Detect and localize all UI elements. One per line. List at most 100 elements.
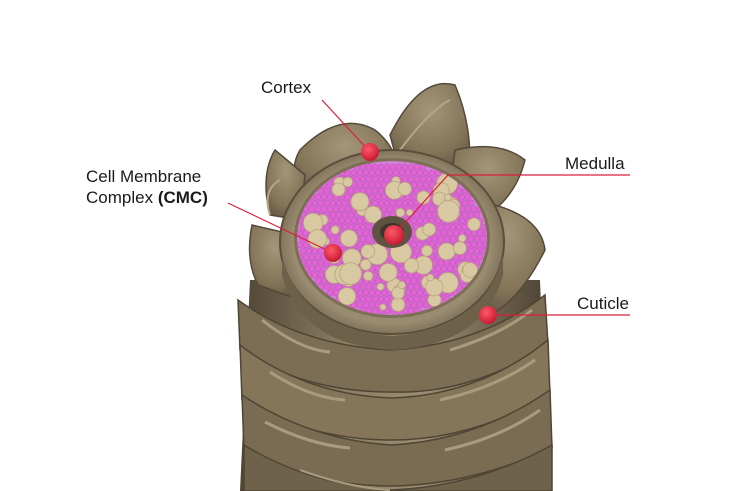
cortex-bead xyxy=(371,175,379,183)
cortex-bead xyxy=(374,193,382,201)
cortex-bead xyxy=(368,169,376,177)
cortex-bead xyxy=(362,169,370,177)
cortex-marker xyxy=(361,143,379,161)
cortex-bead xyxy=(344,205,352,213)
cortex-bead xyxy=(362,229,370,237)
cuticle-label: Cuticle xyxy=(577,294,629,313)
cortex-bead xyxy=(461,199,469,207)
macrofibril xyxy=(437,200,460,223)
cortex-bead xyxy=(413,283,421,291)
cmc-label-line1: Cell Membrane xyxy=(86,167,202,186)
macrofibril xyxy=(350,192,370,212)
cortex-bead xyxy=(371,163,379,171)
cuticle-marker xyxy=(479,306,497,324)
cortex-bead xyxy=(410,217,418,225)
cortex-bead xyxy=(455,187,463,195)
cortex-bead xyxy=(368,289,376,297)
cortex-bead xyxy=(416,289,424,297)
cortex-bead xyxy=(431,247,439,255)
cortex-bead xyxy=(479,235,487,243)
cortex-bead xyxy=(410,277,418,285)
cortex-bead xyxy=(413,175,421,183)
cortex-bead xyxy=(380,289,388,297)
cortex-bead xyxy=(449,223,457,231)
cortex-bead xyxy=(383,295,391,303)
cortex-bead xyxy=(308,265,316,273)
cortex-bead xyxy=(461,223,469,231)
cortex-bead xyxy=(332,217,340,225)
cortex-bead xyxy=(344,217,352,225)
cortex-bead xyxy=(359,235,367,243)
cortex-bead xyxy=(311,199,319,207)
macrofibril xyxy=(390,297,406,312)
cortex-bead xyxy=(347,211,355,219)
hair-shaft xyxy=(237,280,553,491)
macrofibril xyxy=(426,273,435,282)
cortex-bead xyxy=(350,169,358,177)
cortex-bead xyxy=(326,205,334,213)
medulla-label: Medulla xyxy=(565,154,625,173)
macrofibril xyxy=(395,207,406,218)
cortex-bead xyxy=(365,283,373,291)
cortex-bead xyxy=(356,169,364,177)
cortex-bead xyxy=(365,187,373,195)
cortex-bead xyxy=(455,223,463,231)
cortex-bead xyxy=(314,193,322,201)
cortex-bead xyxy=(407,175,415,183)
cortex-bead xyxy=(431,235,439,243)
cortex-bead xyxy=(473,211,481,219)
cortex-bead xyxy=(422,181,430,189)
cortex-bead xyxy=(413,163,421,171)
macrofibril xyxy=(416,190,431,205)
cortex-bead xyxy=(377,199,385,207)
cortex-bead xyxy=(380,169,388,177)
macrofibril xyxy=(397,280,406,290)
cortex-bead xyxy=(356,301,364,309)
cortex-bead xyxy=(308,205,316,213)
cortex-bead xyxy=(470,241,478,249)
macrofibril xyxy=(342,176,353,188)
macrofibril xyxy=(376,282,385,291)
macrofibril xyxy=(359,258,372,271)
cortex-bead xyxy=(383,175,391,183)
cortex-bead xyxy=(356,229,364,237)
cortex-bead xyxy=(476,253,484,261)
cortex-bead xyxy=(401,163,409,171)
cortex-bead xyxy=(311,271,319,279)
macrofibril xyxy=(330,225,340,235)
cmc-label-abbrev: (CMC) xyxy=(157,188,208,207)
cortex-bead xyxy=(317,199,325,207)
cortex-bead xyxy=(335,199,343,207)
cortex-bead xyxy=(365,223,373,231)
cmc-leader-line xyxy=(227,202,334,254)
macrofibril xyxy=(379,303,387,311)
cortex-bead xyxy=(404,289,412,297)
cortex-bead xyxy=(356,217,364,225)
cortex-bead xyxy=(410,301,418,309)
cortex-bead xyxy=(368,181,376,189)
macrofibril xyxy=(437,242,456,261)
cortex-bead xyxy=(467,199,475,207)
cortex-bead xyxy=(323,283,331,291)
cortex-bead xyxy=(350,217,358,225)
cortex-bead xyxy=(473,235,481,243)
cortex-bead xyxy=(380,205,388,213)
cortex-bead xyxy=(329,235,337,243)
cortex-bead xyxy=(356,241,364,249)
cortex-bead xyxy=(419,295,427,303)
cortex-bead xyxy=(359,175,367,183)
cortex-bead xyxy=(317,271,325,279)
cortex-bead xyxy=(428,169,436,177)
cortex-bead xyxy=(377,295,385,303)
cmc-marker xyxy=(324,244,342,262)
macrofibril xyxy=(397,181,412,196)
cortex-bead xyxy=(428,205,436,213)
cortex-bead xyxy=(458,193,466,201)
cortex-bead xyxy=(473,247,481,255)
macrofibril xyxy=(360,244,376,259)
macrofibril xyxy=(422,222,437,237)
cortex-bead xyxy=(416,169,424,177)
cortex-bead xyxy=(314,205,322,213)
cortex-bead xyxy=(467,235,475,243)
